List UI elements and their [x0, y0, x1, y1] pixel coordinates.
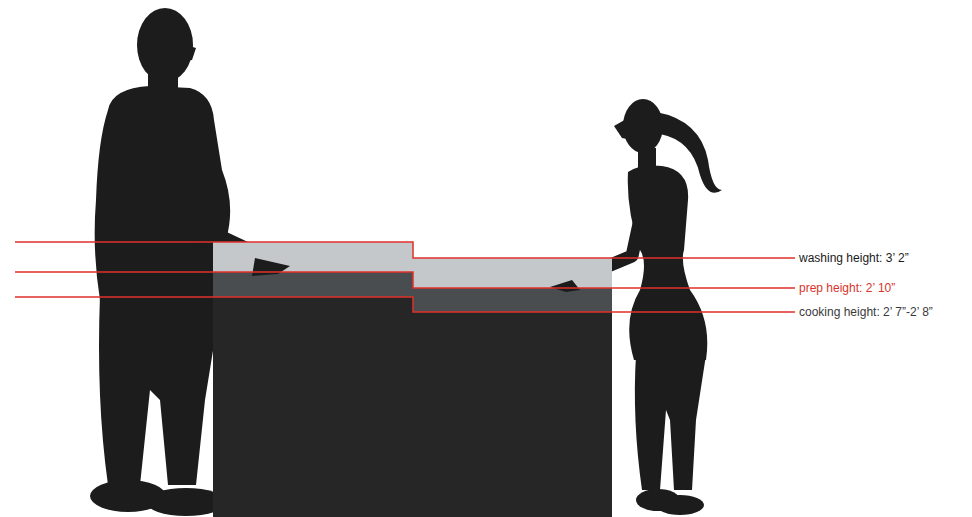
height-lines: [15, 242, 795, 312]
hands: [252, 258, 580, 292]
height-label: prep height: 2’ 10”: [797, 281, 897, 295]
height-label: washing height: 3’ 2”: [797, 251, 911, 265]
height-label: cooking height: 2’ 7”-2’ 8”: [797, 305, 935, 319]
